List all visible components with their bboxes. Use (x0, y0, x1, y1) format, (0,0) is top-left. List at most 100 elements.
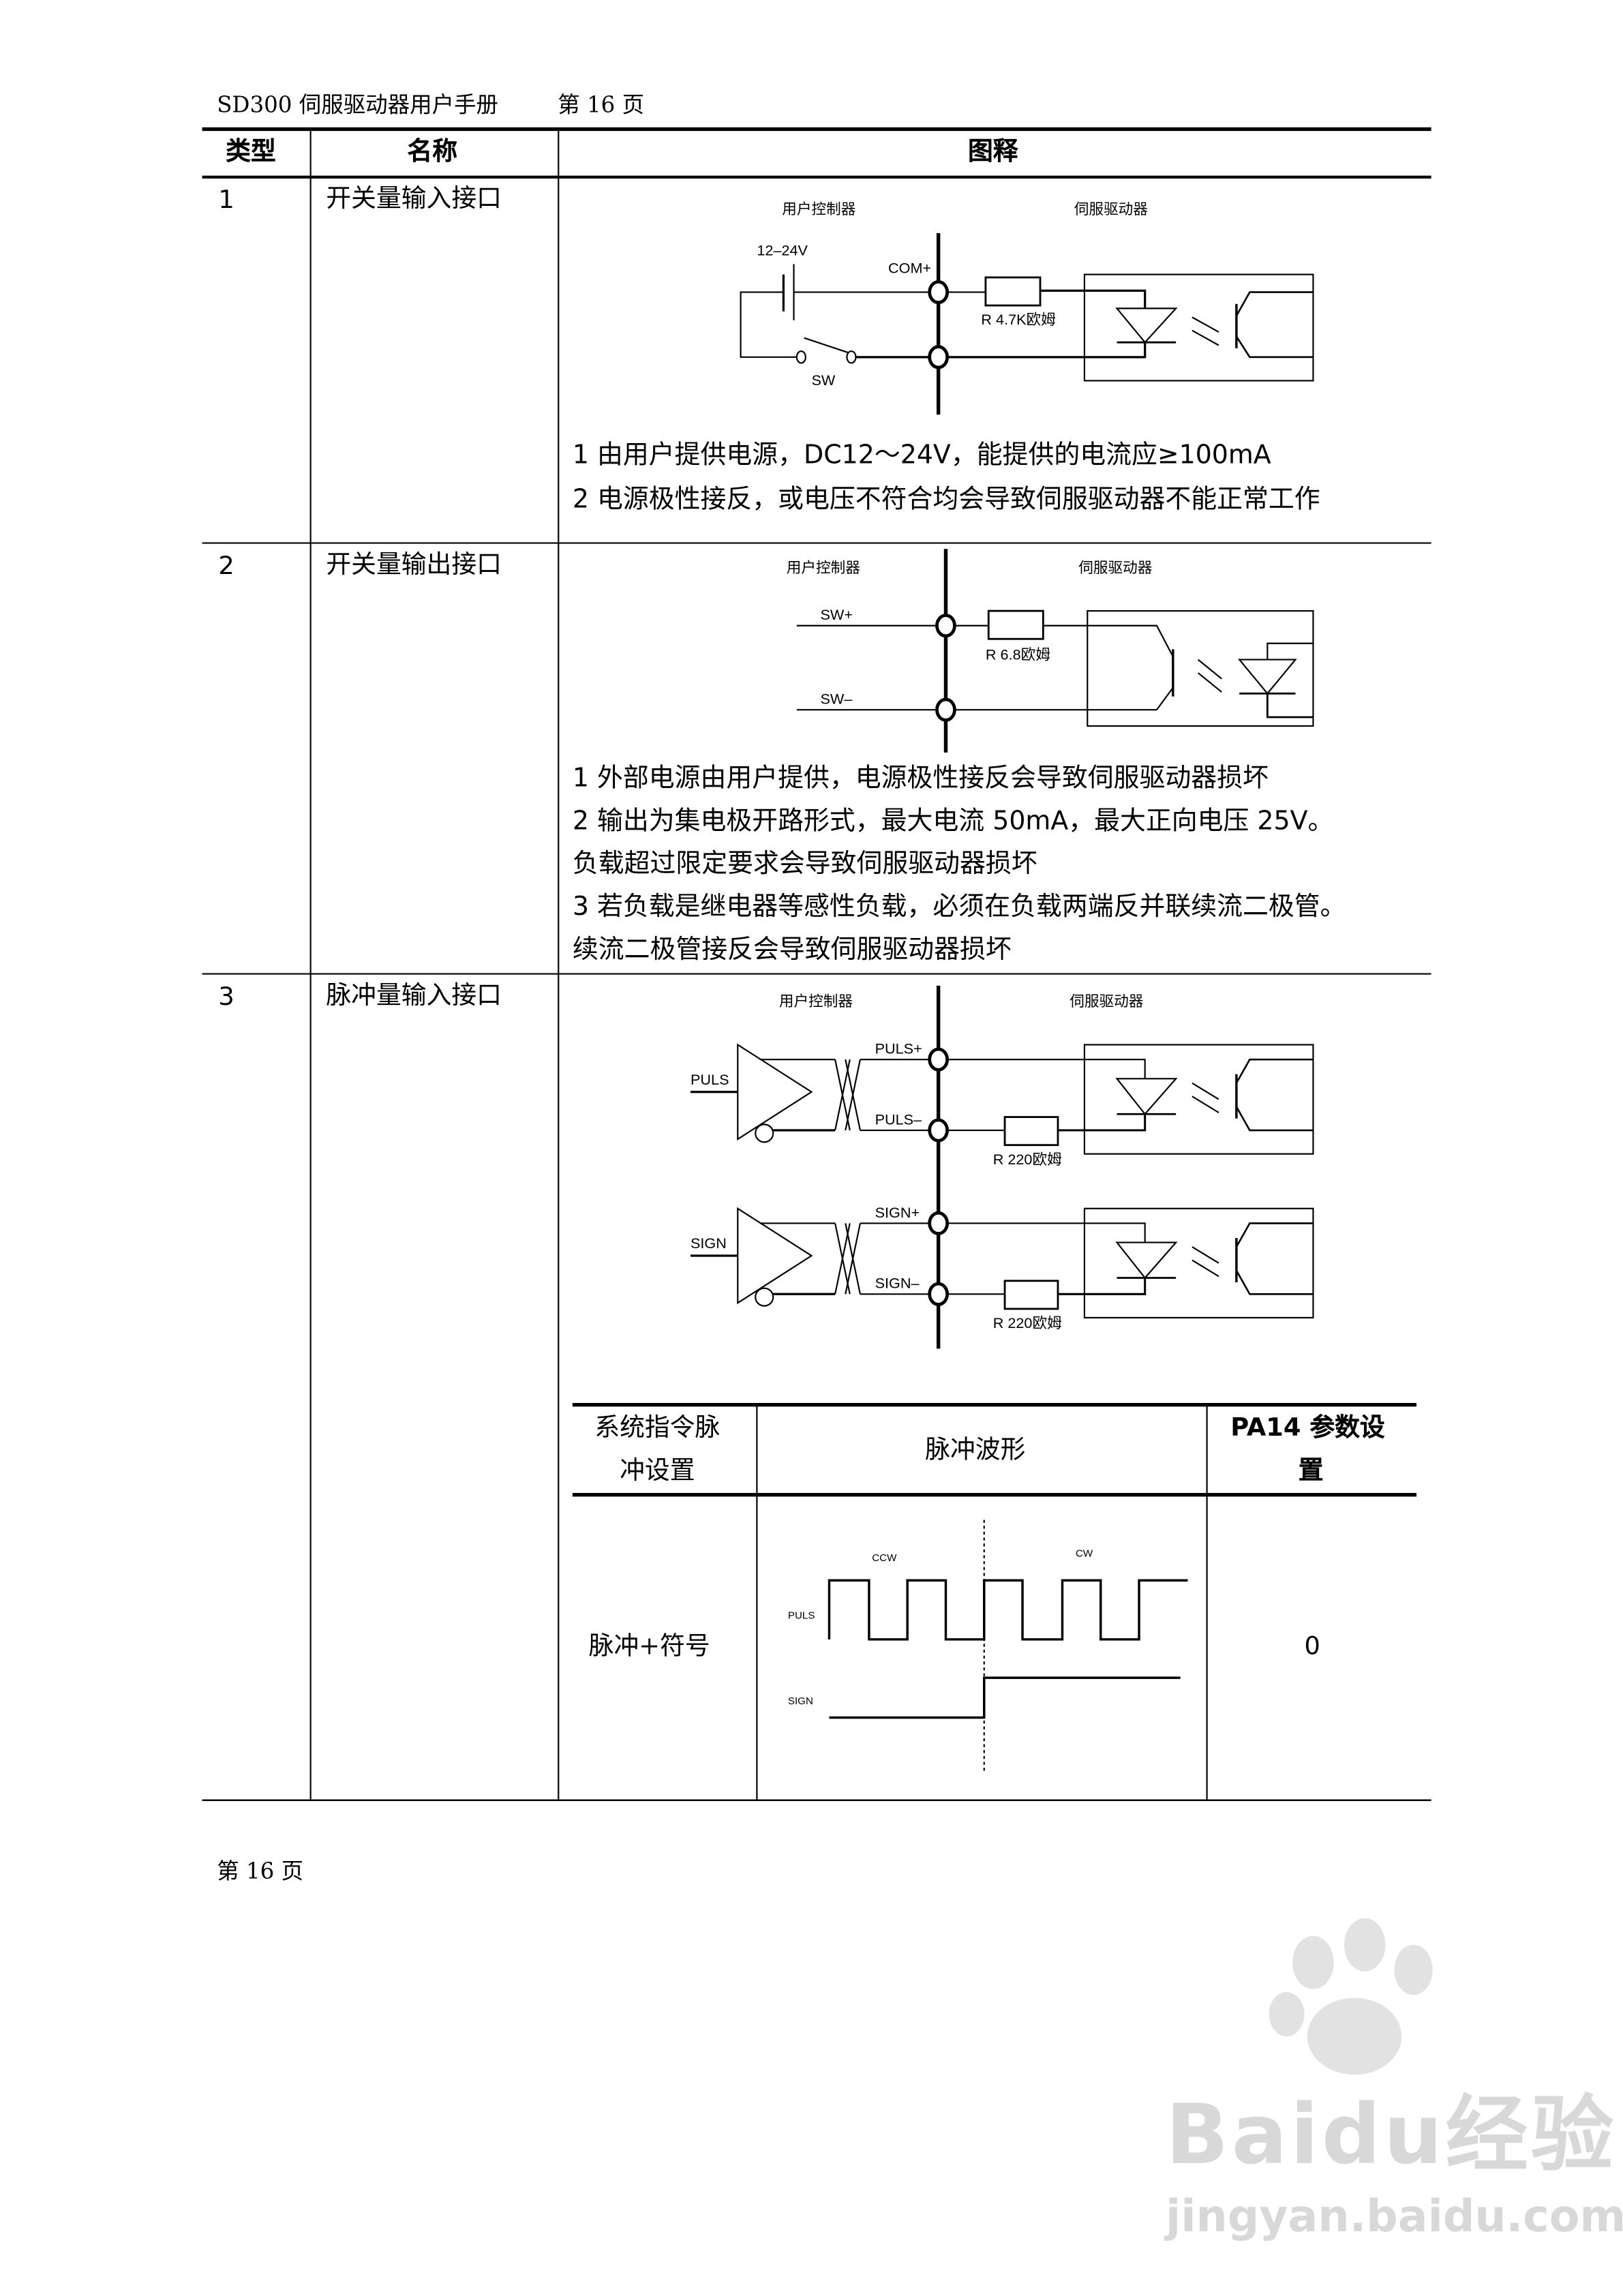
puls-waveform (828, 1579, 1188, 1641)
puls-plus-internal-wire (947, 1059, 1146, 1079)
digital-input-circuit-diagram: 用户控制器 伺服驱动器 12–24V COM+ SW R 4.7K欧姆 (740, 200, 1314, 415)
row-2-note-2: 2 输出为集电极开路形式，最大电流 50mA，最大正向电压 25V。 (572, 807, 1334, 837)
phototransistor-emitter (1235, 1270, 1314, 1295)
label-servo-driver: 伺服驱动器 (1070, 993, 1144, 1010)
column-header-name: 名称 (407, 137, 458, 167)
light-arrows-icon (1197, 659, 1222, 680)
diode-icon (1115, 1241, 1178, 1280)
optocoupler-box (1083, 1044, 1314, 1155)
optocoupler-box (1087, 610, 1314, 727)
row-1-name: 开关量输入接口 (326, 184, 502, 214)
row-2-note-3: 负载超过限定要求会导致伺服驱动器损坏 (572, 849, 1037, 880)
label-servo-driver: 伺服驱动器 (1078, 559, 1153, 576)
phototransistor-collector (1235, 1222, 1314, 1248)
label-servo-driver: 伺服驱动器 (1074, 200, 1149, 217)
light-arrows-icon (1192, 1259, 1219, 1278)
label-puls-wave: PULS (788, 1610, 815, 1622)
row-2-note-5: 续流二极管接反会导致伺服驱动器损坏 (572, 935, 1012, 965)
row-2-name: 开关量输出接口 (326, 550, 502, 580)
row-1-note-2: 2 电源极性接反，或电压不符合均会导致伺服驱动器不能正常工作 (572, 485, 1320, 515)
table-rules (202, 127, 1431, 1802)
twisted-pair-icon (845, 1223, 861, 1295)
resistor-icon (984, 276, 1042, 307)
sign-inverter-bubble (755, 1287, 774, 1307)
pulse-sign-waveform: CCW CW PULS SIGN (788, 1520, 1188, 1771)
subtable-setting-value: 脉冲+符号 (588, 1631, 710, 1662)
row-3-type: 3 (218, 982, 234, 1012)
wire-loop (740, 291, 797, 358)
label-sign-plus: SIGN+ (875, 1204, 920, 1221)
label-cw: CW (1076, 1548, 1093, 1560)
label-user-controller: 用户控制器 (779, 993, 853, 1010)
light-arrows-icon (1192, 1096, 1219, 1113)
label-puls-minus: PULS– (875, 1111, 922, 1128)
resistor-icon (1003, 1116, 1059, 1147)
light-arrows-icon (1192, 316, 1219, 333)
subtable-header-param-2: 置 (1298, 1456, 1324, 1486)
label-switch: SW (812, 372, 836, 389)
switch-icon (795, 350, 806, 364)
subtable-header-param-1: PA14 参数设 (1230, 1413, 1385, 1443)
subtable-header-waveform: 脉冲波形 (925, 1436, 1026, 1466)
resistor-icon (987, 609, 1044, 640)
footer-page-label: 第 16 页 (217, 1858, 304, 1885)
freewheel-diode-icon (1237, 659, 1297, 695)
optocoupler-box (1083, 1207, 1314, 1319)
row-1-note-1: 1 由用户提供电源，DC12～24V，能提供的电流应≥100mA (572, 441, 1271, 471)
label-puls: PULS (691, 1071, 729, 1088)
label-sw-plus: SW+ (820, 606, 852, 623)
label-user-controller: 用户控制器 (782, 200, 856, 217)
terminal-input (928, 345, 950, 369)
row-2-type: 2 (218, 552, 234, 581)
label-resistor-sign: R 220欧姆 (993, 1314, 1062, 1331)
subtable-header-setting-1: 系统指令脉 (594, 1413, 721, 1443)
row-3-name: 脉冲量输入接口 (326, 981, 502, 1011)
sign-minus-terminal (928, 1282, 950, 1306)
diode-icon (1115, 1078, 1178, 1115)
puls-plus-terminal (928, 1047, 950, 1072)
puls-minus-terminal (928, 1118, 950, 1143)
label-ccw: CCW (872, 1552, 897, 1564)
column-header-diagram: 图释 (967, 137, 1018, 167)
label-com-plus: COM+ (888, 259, 931, 276)
puls-minus-internal-wire (1057, 1114, 1147, 1132)
subtable-param-value: 0 (1304, 1631, 1320, 1662)
sign-plus-terminal (928, 1211, 950, 1235)
light-arrows-icon (1192, 1246, 1219, 1264)
label-user-controller: 用户控制器 (787, 559, 861, 576)
light-arrows-icon (1192, 1082, 1219, 1100)
label-voltage: 12–24V (757, 241, 808, 258)
optocoupler-box (1083, 273, 1314, 382)
label-sign-minus: SIGN– (875, 1275, 920, 1292)
terminal-com-plus (928, 280, 950, 305)
baidu-watermark-paw-icon (1269, 1918, 1433, 2075)
row-2-note-4: 3 若负载是继电器等感性负载，必须在负载两端反并联续流二极管。 (572, 892, 1346, 922)
puls-line-driver-icon (737, 1043, 813, 1141)
puls-inverter-bubble (755, 1123, 774, 1143)
label-resistor-puls: R 220欧姆 (993, 1151, 1062, 1168)
terminal-sw-minus (935, 697, 956, 722)
watermark-logo: Baidu经验 (1165, 2087, 1617, 2184)
phototransistor-collector (1235, 1058, 1314, 1084)
label-resistor: R 4.7K欧姆 (981, 311, 1055, 328)
phototransistor-emitter (1235, 1106, 1314, 1132)
subtable-header-setting-2: 冲设置 (620, 1456, 695, 1486)
diode-icon (1115, 307, 1178, 344)
sign-waveform (829, 1676, 1181, 1719)
label-sign-wave: SIGN (788, 1695, 813, 1707)
label-resistor: R 6.8欧姆 (986, 646, 1050, 663)
sign-minus-internal-wire (1057, 1278, 1147, 1295)
label-sign: SIGN (691, 1235, 727, 1252)
terminal-sw-plus (935, 614, 956, 638)
resistor-icon (1003, 1280, 1059, 1310)
sign-plus-internal-wire (947, 1222, 1146, 1243)
label-puls-plus: PULS+ (875, 1040, 922, 1057)
watermark-url: jingyan.baidu.com (1165, 2191, 1623, 2244)
label-sw-minus: SW– (820, 690, 853, 707)
subtable-rules (572, 1402, 1416, 1800)
running-header-title: SD300 伺服驱动器用户手册 (217, 91, 498, 119)
running-header-page: 第 16 页 (558, 91, 645, 119)
row-1-type: 1 (218, 185, 234, 216)
